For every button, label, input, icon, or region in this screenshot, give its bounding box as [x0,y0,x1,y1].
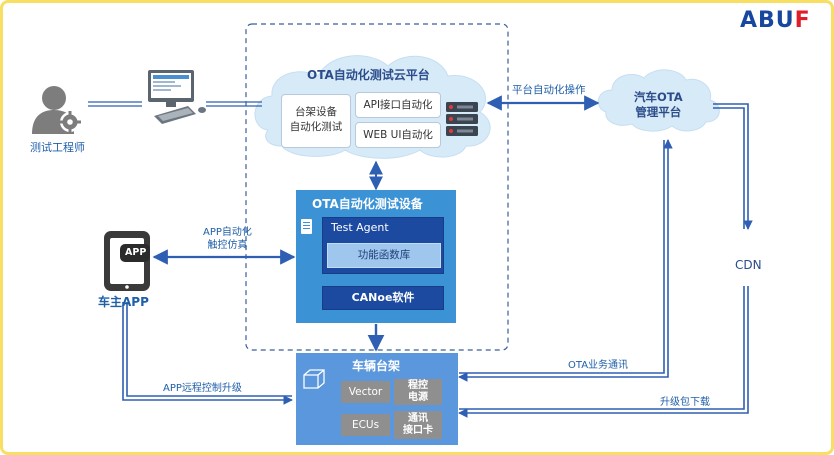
server-rack-icon [446,102,478,136]
programmable-power-box: 程控 电源 [394,379,442,405]
rig-auto-test-box: 台架设备 自动化测试 [281,94,351,148]
edge-label-app-remote: APP远程控制升级 [163,383,242,394]
edge-label-pkg-download: 升级包下载 [660,397,710,408]
test-agent-label: Test Agent [331,221,389,234]
comm-card-box: 通讯 接口卡 [394,411,442,439]
edge-label-app-auto-line2: 触控仿真 [207,240,248,251]
ecus-label: ECUs [351,419,380,431]
phone-icon [104,231,150,291]
pkg-download-connector [458,286,749,418]
ota-comm-connector [458,139,673,382]
ecus-box: ECUs [341,414,390,436]
engineer-icon [32,86,81,134]
phone-badge-label: APP [125,247,147,258]
ota-mgmt-title-line1: 汽车OTA [634,90,683,104]
edge-label-app-auto-line1: APP自动化 [203,227,252,238]
rig-auto-test-line1: 台架设备 [295,106,337,118]
rig-auto-test-line2: 自动化测试 [289,121,343,133]
cloud-platform-title: OTA自动化测试云平台 [307,68,430,82]
api-auto-label: API接口自动化 [363,99,433,111]
engineer-connector [88,101,262,107]
doc-icon [301,219,312,234]
vector-label: Vector [348,386,383,398]
vehicle-rig-title: 车辆台架 [352,359,401,373]
api-auto-box: API接口自动化 [355,92,441,118]
canoe-label: CANoe软件 [351,291,415,304]
webui-auto-label: WEB UI自动化 [363,129,433,141]
engineer-label: 测试工程师 [30,141,85,154]
computer-icon [148,70,206,124]
ota-mgmt-title-line2: 管理平台 [635,105,682,119]
cloud-mgmt-shape [597,69,720,132]
cdn-label: CDN [735,258,762,272]
edge-label-app-auto: APP自动化 触控仿真 [203,226,252,252]
test-device-title: OTA自动化测试设备 [312,197,423,211]
webui-auto-box: WEB UI自动化 [355,122,441,148]
ota-mgmt-title: 汽车OTA 管理平台 [634,90,683,120]
abuf-logo: ABUF [740,8,811,33]
cube-icon-svg [303,369,325,389]
owner-app-label: 车主APP [98,295,149,309]
cube-icon [302,368,326,390]
canoe-box: CANoe软件 [322,286,444,310]
edge-label-ota-comm: OTA业务通讯 [568,360,629,371]
programmable-power-line2: 电源 [408,392,428,403]
vector-box: Vector [341,381,390,403]
app-remote-connector [122,302,293,405]
comm-card-line1: 通讯 [408,413,428,424]
mgmt-cdn-connector [713,103,753,230]
func-lib-box: 功能函数库 [327,243,441,268]
edge-label-platform-ops: 平台自动化操作 [512,84,586,96]
comm-card-line2: 接口卡 [403,425,433,436]
programmable-power-line1: 程控 [408,380,428,391]
func-lib-label: 功能函数库 [357,249,411,261]
